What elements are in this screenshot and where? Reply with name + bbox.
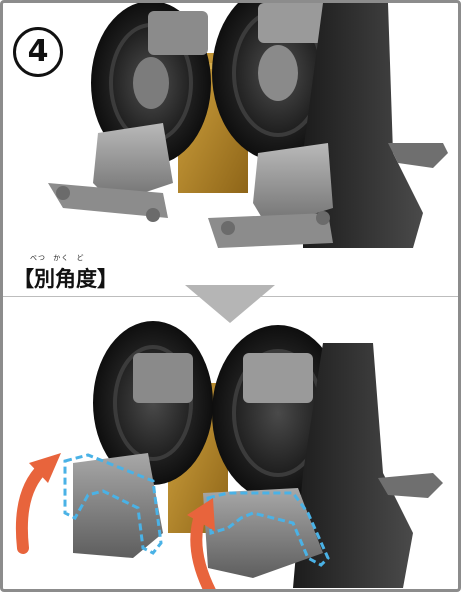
bottom-view-panel bbox=[3, 303, 458, 589]
step-number-badge: 4 bbox=[13, 27, 63, 77]
curved-up-arrow-icon bbox=[187, 498, 216, 589]
toy-leg-illustration-bottom bbox=[15, 321, 443, 589]
step-number: 4 bbox=[27, 34, 49, 69]
top-view-panel: 4 べつ かく ど 【別角度】 bbox=[3, 3, 458, 303]
angle-label-ruby: べつ かく ど bbox=[30, 253, 88, 263]
ruby-kaku: かく bbox=[53, 254, 70, 262]
right-foot-part bbox=[203, 488, 323, 578]
left-foot-part bbox=[73, 453, 163, 558]
down-triangle-arrow-icon bbox=[185, 285, 275, 323]
curved-up-arrow-icon bbox=[15, 453, 61, 554]
angle-label: 【別角度】 bbox=[13, 267, 118, 291]
left-foot-highlight bbox=[63, 453, 163, 555]
toy-leg-illustration-top bbox=[48, 3, 448, 248]
ruby-do: ど bbox=[76, 254, 85, 262]
right-foot-part bbox=[253, 143, 333, 228]
right-leg-dark bbox=[293, 343, 413, 588]
left-foot-part bbox=[93, 123, 173, 203]
right-leg-dark bbox=[303, 3, 423, 248]
ruby-betsu: べつ bbox=[30, 254, 46, 262]
